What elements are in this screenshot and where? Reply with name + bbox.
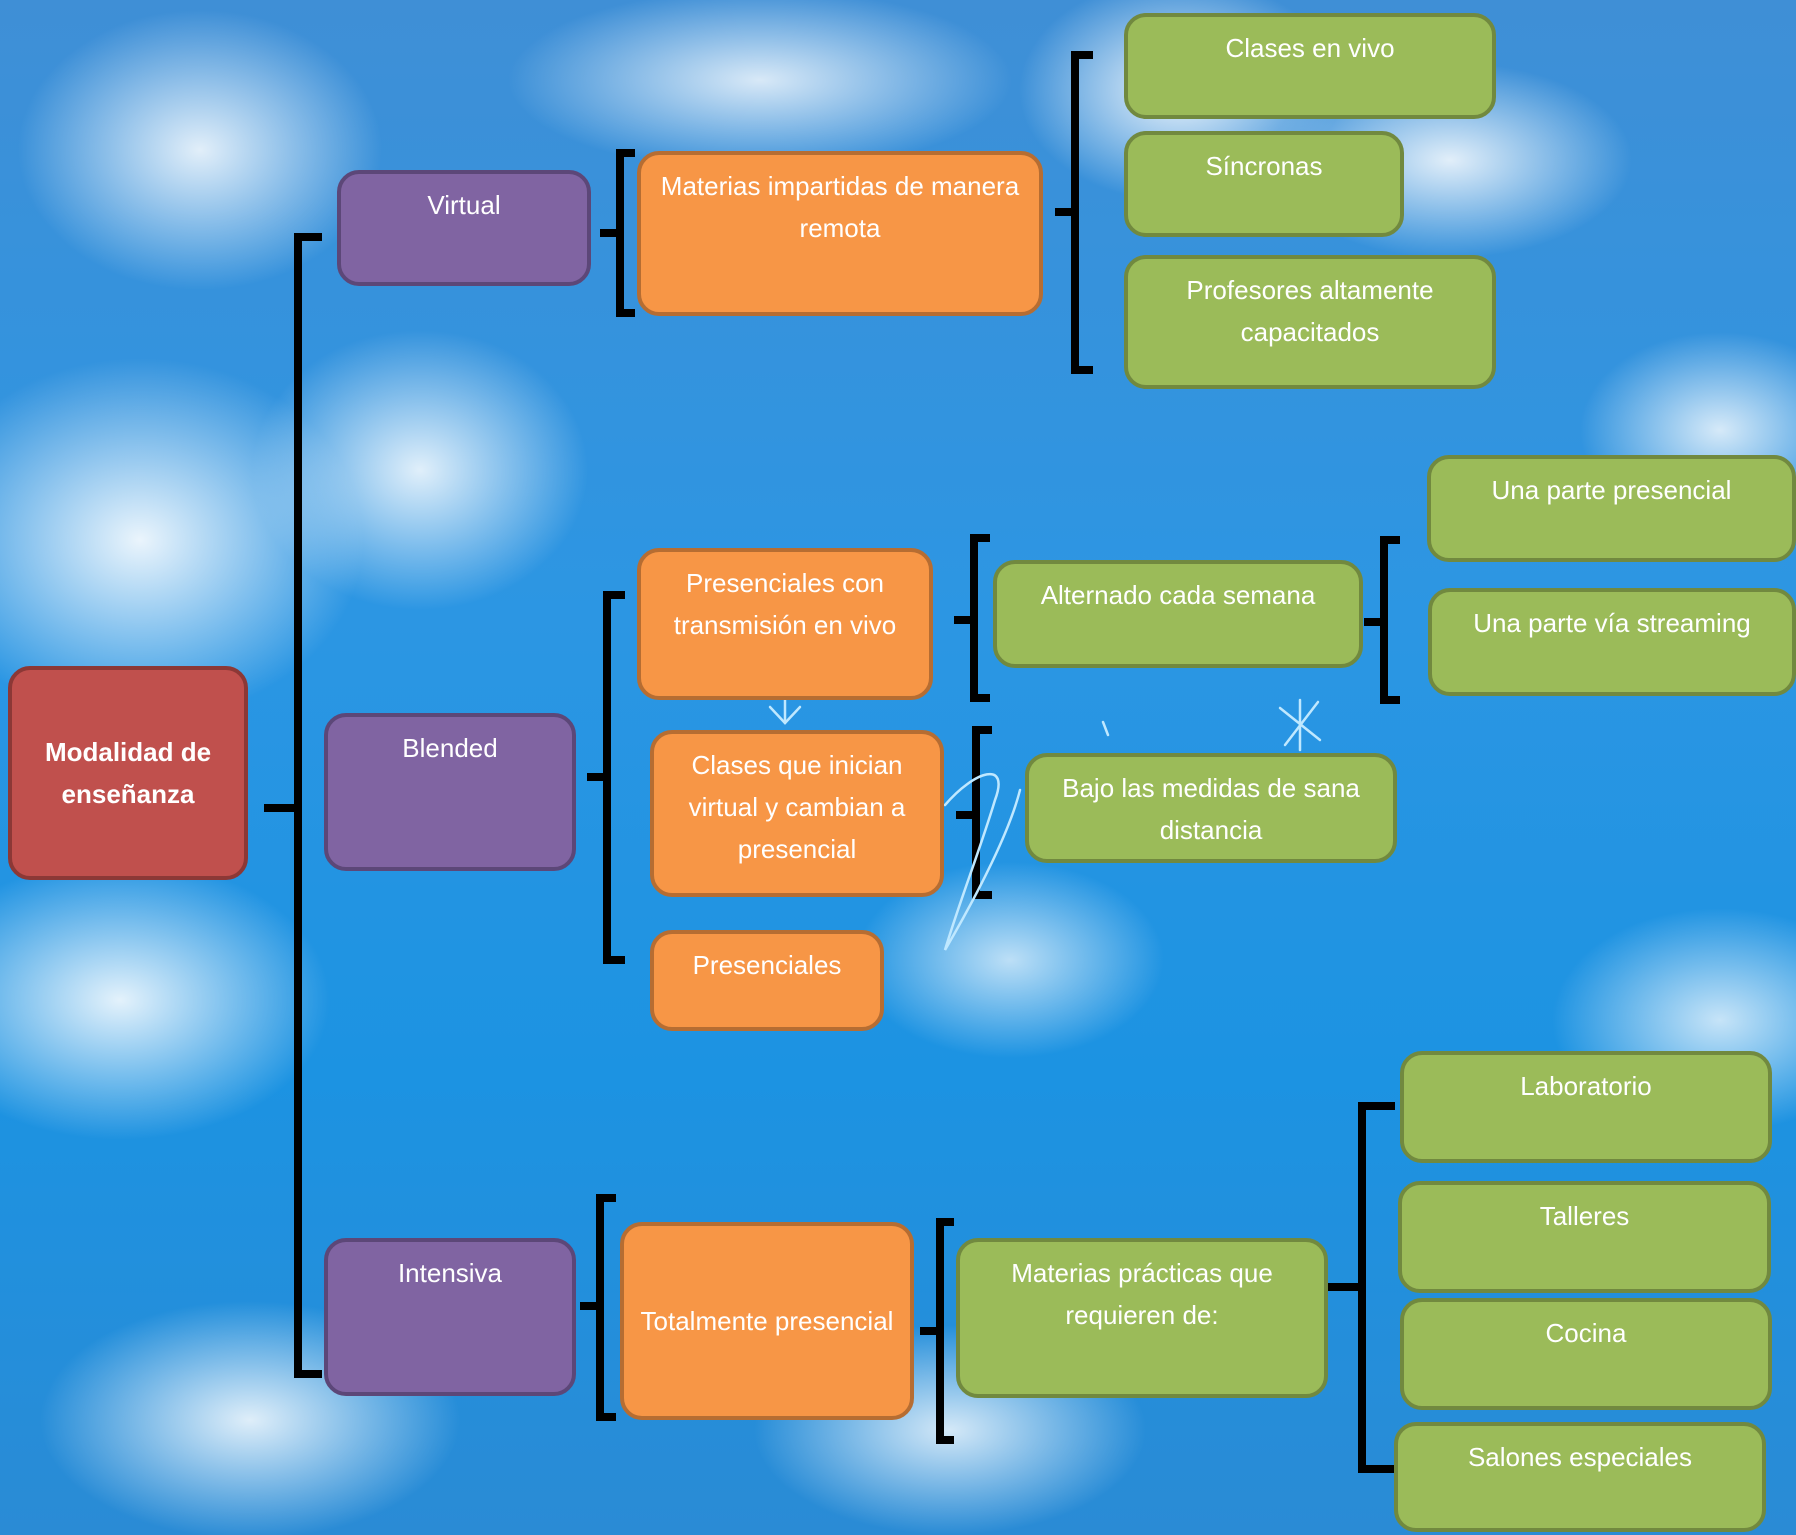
blended-medidas-node: Bajo las medidas de sana distancia <box>1025 753 1397 863</box>
alternado-item-label: Una parte presencial <box>1491 475 1732 505</box>
intensiva-item-label: Laboratorio <box>1520 1071 1652 1101</box>
intensiva-detail-label: Totalmente presencial <box>640 1306 894 1336</box>
blended-alternado-node: Alternado cada semana <box>993 560 1363 668</box>
virtual-item-label: Síncronas <box>1205 151 1323 181</box>
bracket-blended <box>603 591 625 964</box>
bracket-intensiva <box>596 1194 616 1421</box>
bracket-root <box>294 233 322 1378</box>
blended-option-transmision: Presenciales con transmisión en vivo <box>637 548 933 700</box>
intensiva-item-laboratorio: Laboratorio <box>1400 1051 1772 1163</box>
virtual-item-label: Profesores altamente capacitados <box>1186 275 1434 347</box>
bracket-virtual-items <box>1071 51 1093 374</box>
virtual-detail-label: Materias impartidas de manera remota <box>660 171 1020 243</box>
branch-intensiva-label: Intensiva <box>397 1258 503 1288</box>
intensiva-detail-node: Totalmente presencial <box>620 1222 914 1420</box>
bracket-practicas <box>1358 1102 1395 1473</box>
root-node: Modalidad de enseñanza <box>8 666 248 880</box>
virtual-item-label: Clases en vivo <box>1225 33 1395 63</box>
blended-alternado-label: Alternado cada semana <box>1040 580 1316 610</box>
branch-intensiva: Intensiva <box>324 1238 576 1396</box>
blended-option-inician-virtual: Clases que inician virtual y cambian a p… <box>650 730 944 897</box>
intensiva-item-salones: Salones especiales <box>1394 1422 1766 1532</box>
blended-option-inician-virtual-label: Clases que inician virtual y cambian a p… <box>688 750 906 864</box>
virtual-item-profesores: Profesores altamente capacitados <box>1124 255 1496 389</box>
branch-blended-label: Blended <box>402 733 498 763</box>
blended-medidas-label: Bajo las medidas de sana distancia <box>1062 773 1360 845</box>
intensiva-item-label: Salones especiales <box>1467 1442 1693 1472</box>
blended-option-transmision-label: Presenciales con transmisión en vivo <box>673 568 897 640</box>
alternado-item-streaming: Una parte vía streaming <box>1428 588 1796 696</box>
virtual-item-sincronas: Síncronas <box>1124 131 1404 237</box>
intensiva-item-label: Talleres <box>1539 1201 1630 1231</box>
alternado-item-label: Una parte vía streaming <box>1473 608 1751 638</box>
intensiva-requirement-label: Materias prácticas que requieren de: <box>1011 1258 1273 1330</box>
blended-option-presenciales: Presenciales <box>650 930 884 1031</box>
intensiva-item-cocina: Cocina <box>1400 1298 1772 1410</box>
handwritten-mark <box>768 698 1322 951</box>
alternado-item-presencial: Una parte presencial <box>1427 455 1796 562</box>
virtual-detail-node: Materias impartidas de manera remota <box>637 151 1043 316</box>
intensiva-item-label: Cocina <box>1545 1318 1627 1348</box>
intensiva-requirement-node: Materias prácticas que requieren de: <box>956 1238 1328 1398</box>
bracket-virtual <box>616 149 635 317</box>
branch-virtual-label: Virtual <box>427 190 501 220</box>
bracket-alternado <box>1380 536 1400 704</box>
bracket-totalmente <box>936 1218 954 1444</box>
branch-blended: Blended <box>324 713 576 871</box>
root-label: Modalidad de enseñanza <box>44 737 212 809</box>
virtual-item-clases-en-vivo: Clases en vivo <box>1124 13 1496 119</box>
intensiva-item-talleres: Talleres <box>1398 1181 1771 1293</box>
bracket-transmision <box>970 534 990 702</box>
branch-virtual: Virtual <box>337 170 591 286</box>
blended-option-presenciales-label: Presenciales <box>692 950 842 980</box>
